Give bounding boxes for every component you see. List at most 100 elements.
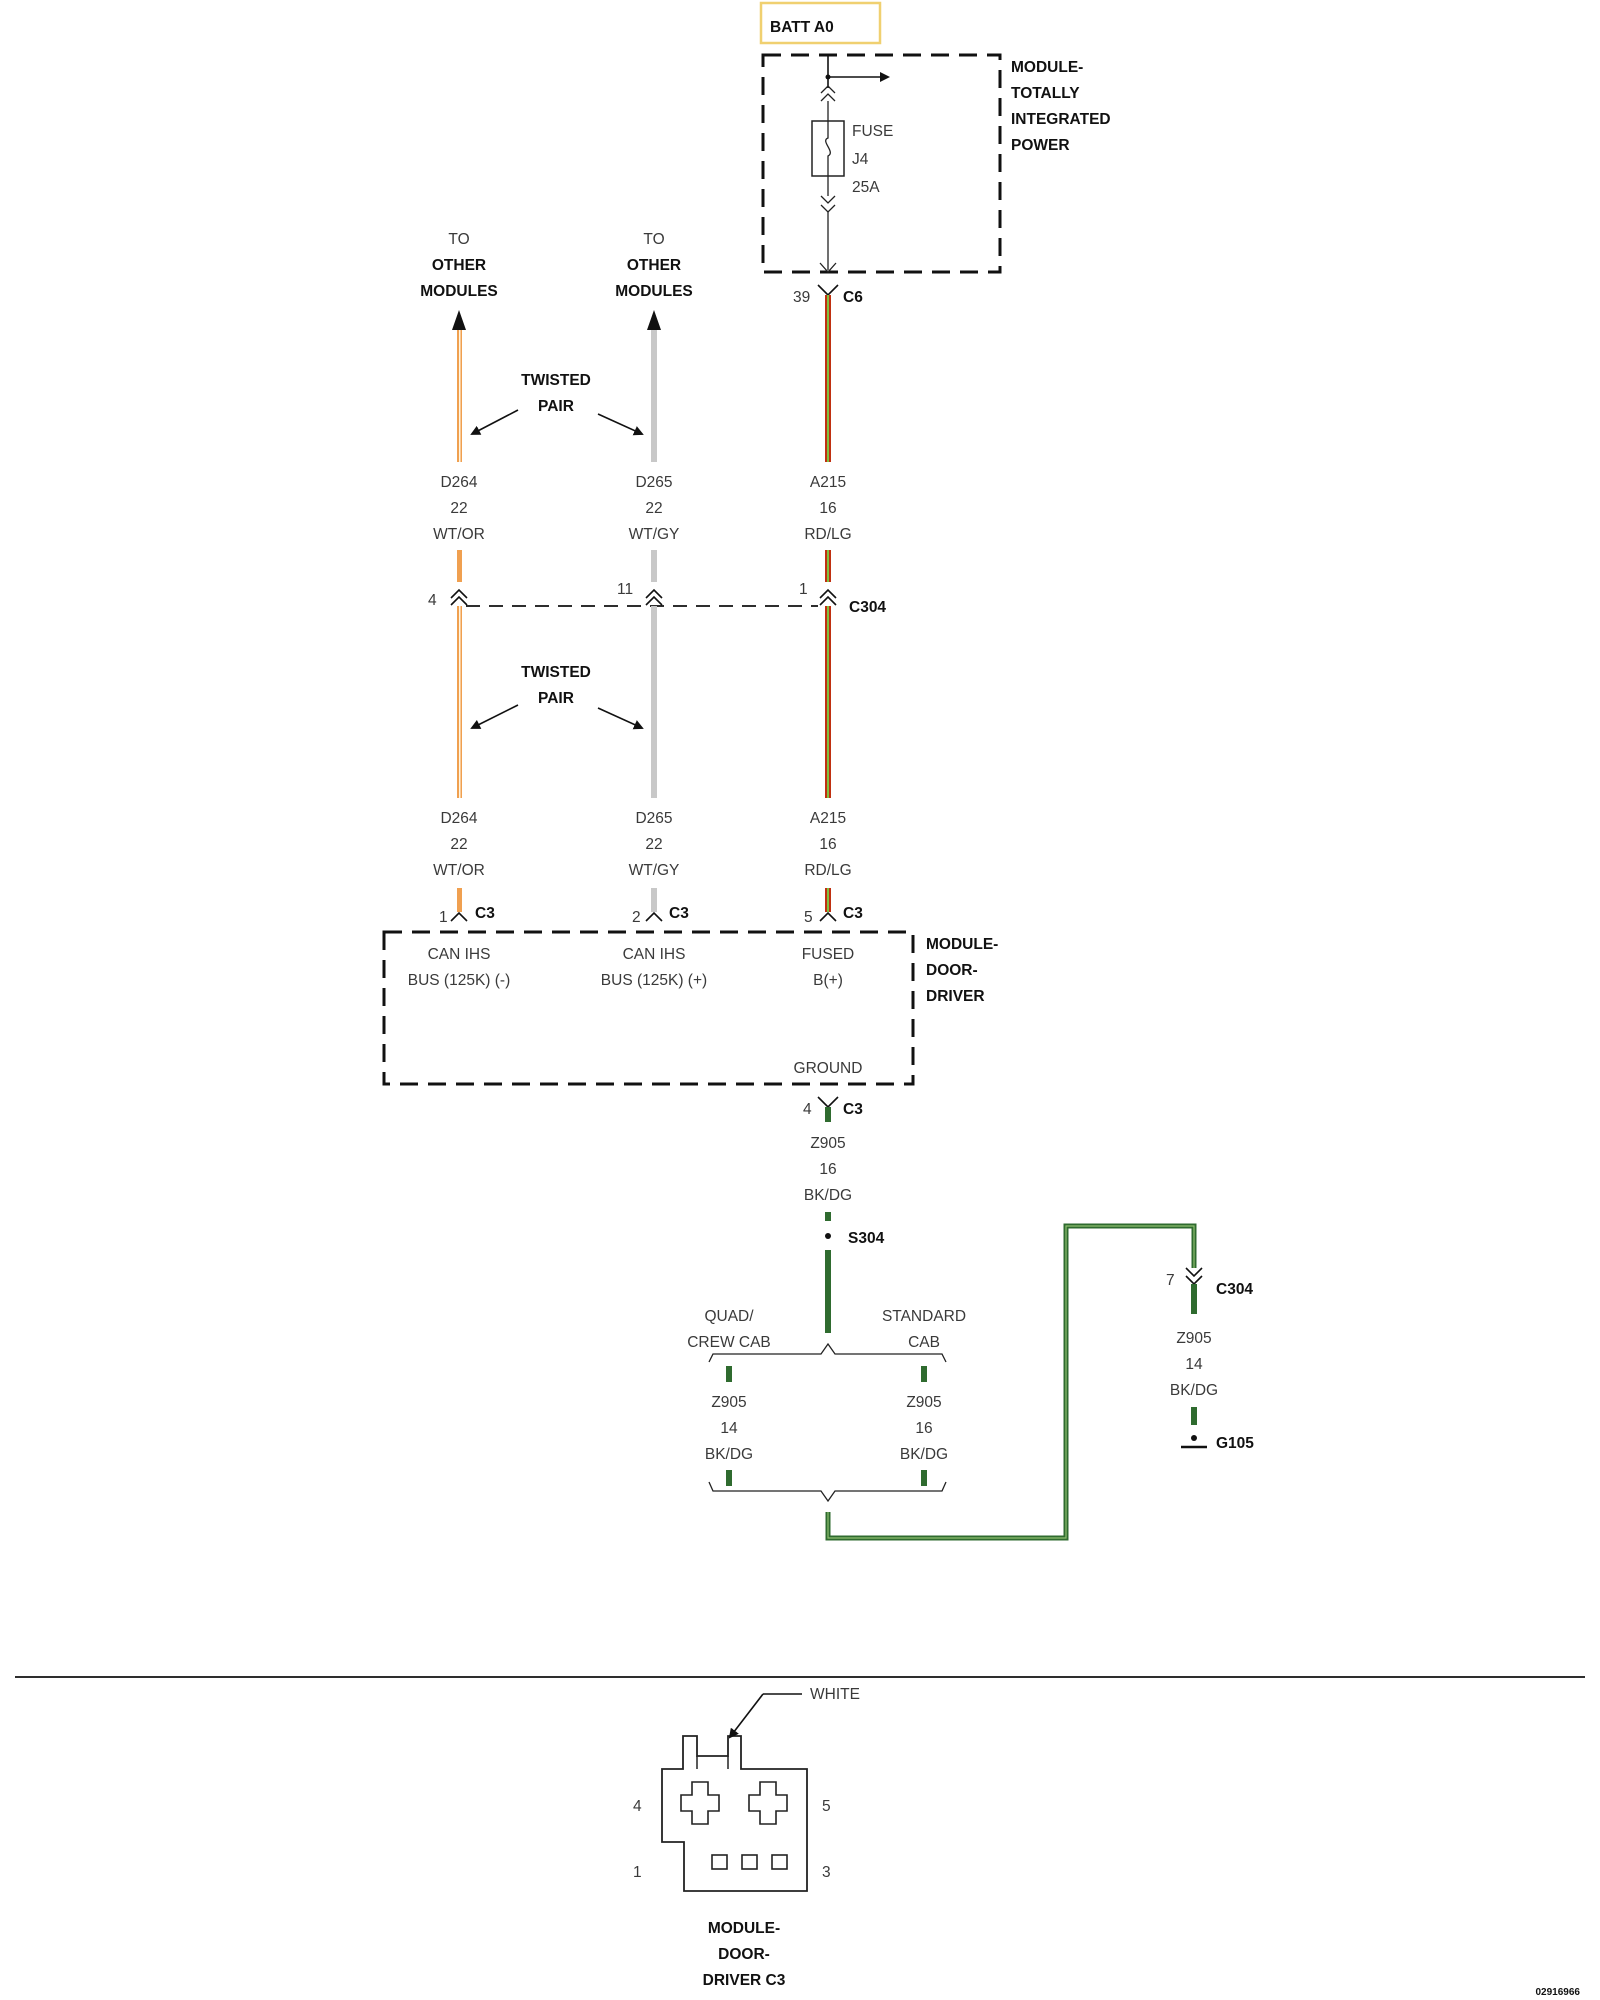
svg-text:BK/DG: BK/DG: [900, 1446, 948, 1463]
svg-text:D264: D264: [440, 474, 477, 491]
c304-pin-4: [450, 588, 468, 606]
fuse-label: FUSE J4 25A: [852, 123, 893, 196]
ground-label: G105: [1216, 1435, 1254, 1452]
svg-text:B(+): B(+): [813, 972, 843, 989]
svg-text:D264: D264: [440, 810, 477, 827]
c3-ground-label: C3: [843, 1101, 863, 1118]
cv-pin-3: 3: [822, 1864, 831, 1881]
option-standard-cab: STANDARD CAB: [882, 1308, 966, 1351]
c304-ground-label: C304: [1216, 1281, 1253, 1298]
svg-text:CAB: CAB: [908, 1334, 940, 1351]
figure-id: 02916966: [1536, 1987, 1581, 1998]
label-d265-upper: D265 22 WT/GY: [629, 474, 680, 543]
svg-text:WT/GY: WT/GY: [629, 862, 680, 879]
svg-text:TO: TO: [643, 231, 664, 248]
c304-pin-11: [645, 588, 663, 606]
cv-pin-1: 1: [633, 1864, 642, 1881]
wire-d264-upper: [457, 330, 462, 462]
tipm-name: MODULE- TOTALLY INTEGRATED POWER: [1011, 59, 1111, 154]
svg-text:16: 16: [819, 836, 836, 853]
batt-box: [759, 1, 882, 45]
svg-text:14: 14: [720, 1420, 738, 1437]
svg-text:QUAD/: QUAD/: [704, 1308, 754, 1325]
connector-face-view: [661, 1735, 808, 1892]
white-callout-label: WHITE: [810, 1686, 860, 1703]
svg-text:POWER: POWER: [1011, 137, 1070, 154]
c304-pin-label-4: 4: [428, 592, 437, 609]
c304-pin-1: [819, 588, 837, 606]
c3-pin-label-2: 2: [632, 909, 641, 926]
svg-text:OTHER: OTHER: [432, 257, 486, 274]
option-brace-top: [708, 1342, 947, 1363]
door-module-boundary: [382, 930, 915, 1086]
svg-text:22: 22: [450, 836, 467, 853]
batt-label: BATT A0: [770, 19, 834, 36]
wire-a215-c304-stub: [825, 550, 831, 582]
svg-text:TWISTED: TWISTED: [521, 372, 591, 389]
svg-text:22: 22: [450, 500, 467, 517]
c304-ground-pin-label: 7: [1166, 1272, 1175, 1289]
svg-text:PAIR: PAIR: [538, 398, 574, 415]
arrowhead-left: [452, 310, 466, 330]
svg-text:MODULE-: MODULE-: [1011, 59, 1083, 76]
splice-label: S304: [848, 1230, 885, 1247]
door-module-name: MODULE- DOOR- DRIVER: [926, 936, 998, 1005]
label-d265-lower: D265 22 WT/GY: [629, 810, 680, 879]
pin-label-fused-b: FUSED B(+): [802, 946, 855, 989]
svg-text:22: 22: [645, 836, 662, 853]
svg-text:16: 16: [915, 1420, 932, 1437]
svg-text:MODULE-: MODULE-: [926, 936, 998, 953]
label-a215-lower: A215 16 RD/LG: [804, 810, 851, 879]
wire-d264-lower: [457, 606, 462, 798]
wire-a215-upper: [825, 295, 831, 462]
c3-label-5: C3: [843, 905, 863, 922]
svg-text:CAN IHS: CAN IHS: [428, 946, 491, 963]
svg-text:DOOR-: DOOR-: [718, 1946, 770, 1963]
svg-text:Z905: Z905: [711, 1394, 746, 1411]
ground-symbol-g105: [1181, 1435, 1207, 1449]
svg-text:Z905: Z905: [1176, 1330, 1211, 1347]
cv-pin-4: 4: [633, 1798, 642, 1815]
svg-text:MODULES: MODULES: [420, 283, 498, 300]
pin-label-ground: GROUND: [794, 1060, 863, 1077]
svg-text:16: 16: [819, 1161, 836, 1178]
svg-text:OTHER: OTHER: [627, 257, 681, 274]
wire-a215-lower: [825, 606, 831, 798]
c6-pin: 39: [793, 289, 810, 306]
svg-text:22: 22: [645, 500, 662, 517]
c6-label: C6: [843, 289, 863, 306]
svg-text:TWISTED: TWISTED: [521, 664, 591, 681]
label-z905-quad: Z905 14 BK/DG: [705, 1394, 753, 1463]
svg-text:DRIVER C3: DRIVER C3: [703, 1972, 786, 1989]
svg-text:INTEGRATED: INTEGRATED: [1011, 111, 1111, 128]
c3-pin-label-1: 1: [439, 909, 448, 926]
svg-text:CAN IHS: CAN IHS: [623, 946, 686, 963]
svg-text:MODULE-: MODULE-: [708, 1920, 780, 1937]
c3-pin-5: [819, 911, 837, 922]
wire-z905-main: [825, 1250, 831, 1333]
c3-label-2: C3: [669, 905, 689, 922]
svg-text:D265: D265: [635, 474, 672, 491]
c3-label-1: C3: [475, 905, 495, 922]
c304-pin-label-1: 1: [799, 581, 808, 598]
option-quad-crew: QUAD/ CREW CAB: [687, 1308, 771, 1351]
svg-text:PAIR: PAIR: [538, 690, 574, 707]
svg-text:D265: D265: [635, 810, 672, 827]
svg-text:BK/DG: BK/DG: [804, 1187, 852, 1204]
to-other-modules-right: TO OTHER MODULES: [615, 231, 693, 300]
svg-text:FUSE: FUSE: [852, 123, 893, 140]
svg-text:J4: J4: [852, 151, 869, 168]
label-d264-lower: D264 22 WT/OR: [433, 810, 485, 879]
svg-text:BK/DG: BK/DG: [705, 1446, 753, 1463]
svg-text:BUS (125K) (-): BUS (125K) (-): [408, 972, 511, 989]
tipm-module-boundary: [761, 53, 1002, 274]
svg-text:MODULES: MODULES: [615, 283, 693, 300]
svg-text:TO: TO: [448, 231, 469, 248]
svg-text:WT/OR: WT/OR: [433, 862, 485, 879]
label-z905-ground: Z905 14 BK/DG: [1170, 1330, 1218, 1399]
pin-label-can-plus: CAN IHS BUS (125K) (+): [601, 946, 707, 989]
to-other-modules-left: TO OTHER MODULES: [420, 231, 498, 300]
c304-label: C304: [849, 599, 886, 616]
label-d264-upper: D264 22 WT/OR: [433, 474, 485, 543]
c3-pin-1: [450, 911, 468, 922]
